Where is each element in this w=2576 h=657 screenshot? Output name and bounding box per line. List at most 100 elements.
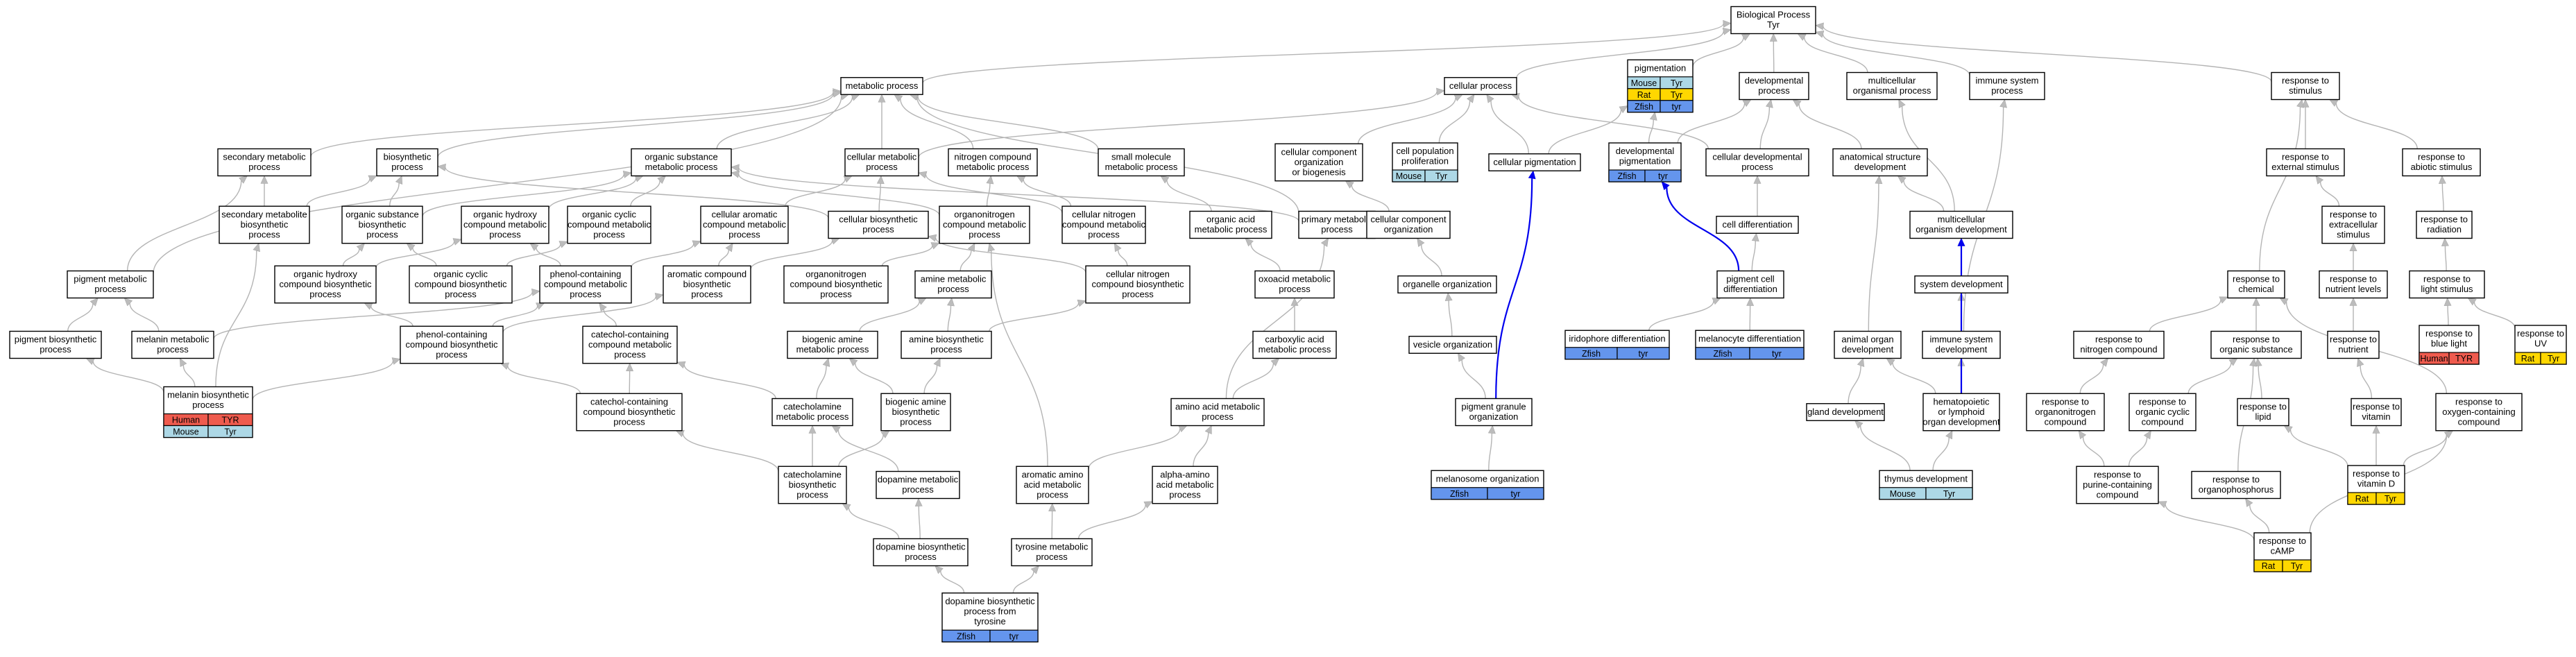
node-box	[948, 148, 1038, 177]
node-box	[1832, 148, 1928, 177]
arrowhead	[1857, 357, 1865, 367]
gene-cell	[2282, 559, 2312, 572]
node-label-line: gland development	[1807, 407, 1884, 417]
node-box	[1909, 210, 2013, 239]
node-label-line: melanin biosynthetic	[167, 390, 249, 400]
is-a-edge	[918, 91, 1438, 158]
node-label-line: process	[436, 349, 468, 359]
node-label-line: process	[614, 349, 646, 359]
node-box	[2191, 470, 2281, 500]
gene-label: tyr	[1658, 171, 1668, 181]
is-a-edge	[1859, 425, 1911, 471]
node-label-line: compound	[2142, 416, 2184, 427]
is-a-edge	[1225, 244, 1325, 399]
node-label-line: process	[94, 284, 126, 294]
arrowhead	[368, 175, 377, 182]
species-label: Rat	[1637, 90, 1651, 100]
arrowhead	[1769, 33, 1777, 42]
node-box	[9, 330, 102, 359]
gene-cell	[2448, 352, 2480, 365]
arrowhead	[1444, 292, 1453, 302]
node-label-line: process	[691, 289, 723, 299]
node-label-line: cellular aromatic	[712, 209, 778, 219]
arrowhead	[2249, 357, 2258, 367]
node-box	[461, 205, 549, 244]
node-label-line: stimulus	[2289, 85, 2322, 96]
arrowhead	[947, 297, 955, 307]
edges-layer	[67, 19, 2516, 593]
node-label-line: process	[1991, 85, 2023, 96]
node-label-line: response to	[2259, 536, 2306, 546]
arrowhead	[2357, 357, 2364, 367]
arrowhead	[531, 288, 540, 296]
node-label-line: response to	[2418, 152, 2465, 162]
arrowhead	[928, 234, 937, 242]
arrowhead	[1619, 105, 1628, 114]
node-label-line: cAMP	[2271, 546, 2295, 556]
arrowhead	[894, 94, 903, 103]
node-box	[771, 398, 853, 427]
is-a-edge	[1438, 101, 1471, 144]
node-label-line: alpha-amino	[1160, 469, 1210, 479]
node-label-line: acid metabolic	[1156, 479, 1214, 490]
node-label-line: process	[309, 289, 341, 299]
arrowhead	[2245, 497, 2253, 507]
node-label-line: response to	[2517, 328, 2564, 339]
arrowhead	[1945, 430, 1953, 440]
is-a-edge	[989, 302, 1080, 332]
go-term-node: system development	[1914, 275, 2008, 293]
node-label-line: cell differentiation	[1723, 219, 1793, 230]
is-a-edge	[716, 97, 853, 149]
node-box	[2321, 205, 2385, 244]
node-label-line: biosynthetic	[359, 219, 407, 230]
node-box	[1061, 205, 1146, 244]
node-box	[631, 148, 732, 177]
node-label-line: process from	[964, 606, 1016, 616]
node-label-line: phenol-containing	[550, 268, 622, 279]
node-label-line: process	[248, 229, 280, 239]
node-box	[1969, 71, 2045, 101]
node-label-line: process	[969, 229, 1000, 239]
is-a-edge	[2335, 103, 2418, 149]
is-a-edge	[854, 363, 894, 394]
arrowhead	[260, 175, 268, 184]
gene-label: Tyr	[2548, 354, 2559, 364]
node-label-line: process	[1321, 224, 1353, 234]
node-box	[1274, 143, 1363, 182]
node-label-line: response to	[2233, 334, 2280, 345]
node-label-line: process	[391, 162, 423, 172]
node-label-line: blue light	[2431, 339, 2467, 349]
node-label-line: response to	[2282, 76, 2329, 86]
node-box	[539, 265, 632, 304]
arrowhead	[933, 357, 941, 368]
is-a-edge	[342, 248, 360, 266]
is-a-edge	[536, 248, 561, 266]
node-box	[2026, 393, 2105, 432]
node-label-line: cellular biosynthetic	[839, 214, 918, 225]
is-a-edge	[848, 507, 900, 539]
arrowhead	[179, 357, 187, 368]
node-label-line: organonitrogen	[805, 268, 866, 279]
node-label-line: compound metabolic	[703, 219, 786, 230]
arrowhead	[406, 243, 416, 251]
arrowhead	[832, 89, 842, 98]
is-a-edge	[1351, 185, 1390, 212]
node-label-line: response to	[2240, 402, 2287, 412]
is-a-edge	[2258, 366, 2262, 399]
node-label-line: organic cyclic	[582, 209, 637, 219]
gene-label: tyr	[1772, 349, 1782, 359]
arrowhead	[822, 357, 830, 367]
is-a-edge	[492, 306, 538, 327]
arrowhead	[1077, 299, 1086, 307]
arrowhead	[1487, 425, 1496, 434]
